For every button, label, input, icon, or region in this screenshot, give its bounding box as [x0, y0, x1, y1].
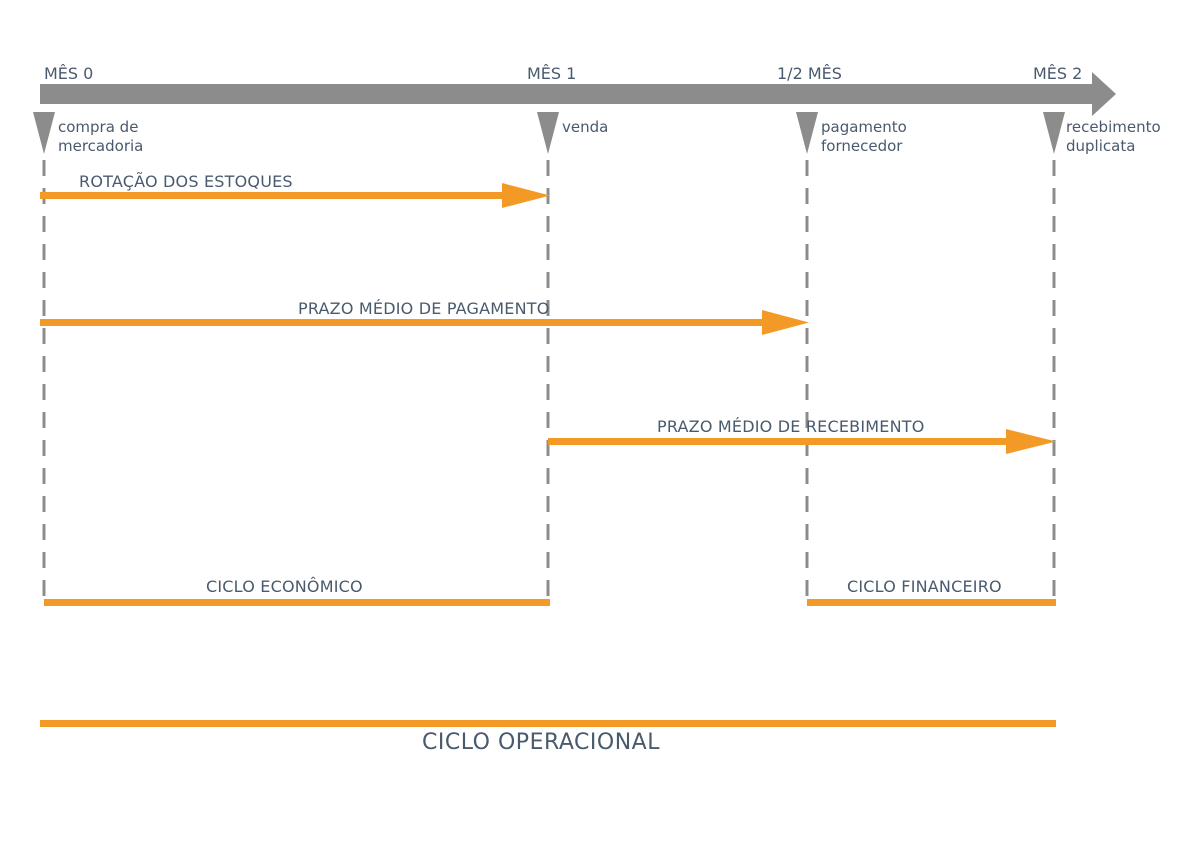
- marker-half: [796, 112, 818, 154]
- financeiro-label: CICLO FINANCEIRO: [847, 577, 1002, 596]
- operacional-label: CICLO OPERACIONAL: [422, 730, 660, 755]
- event-pagamento-line1: pagamento: [821, 118, 907, 136]
- recebimento-label: PRAZO MÉDIO DE RECEBIMENTO: [657, 417, 925, 436]
- month-label-0: MÊS 0: [44, 64, 94, 83]
- recebimento-arrow: [548, 429, 1056, 454]
- marker-mes2: [1043, 112, 1065, 154]
- event-compra: compra de mercadoria: [58, 118, 143, 156]
- event-recebimento: recebimento duplicata: [1066, 118, 1161, 156]
- pagamento-arrow: [40, 310, 809, 335]
- financeiro-bar: [807, 599, 1056, 606]
- operacional-bar: [40, 720, 1056, 727]
- month-label-1: MÊS 1: [527, 64, 577, 83]
- event-pagamento-line2: fornecedor: [821, 137, 903, 155]
- rotacao-label: ROTAÇÃO DOS ESTOQUES: [79, 172, 293, 191]
- event-compra-line1: compra de: [58, 118, 139, 136]
- event-venda-line1: venda: [562, 118, 609, 136]
- month-label-half: 1/2 MÊS: [777, 64, 842, 83]
- timeline-arrow: [40, 72, 1116, 116]
- marker-mes1: [537, 112, 559, 154]
- month-label-2: MÊS 2: [1033, 64, 1083, 83]
- event-venda: venda: [562, 118, 608, 137]
- economico-label: CICLO ECONÔMICO: [206, 577, 363, 596]
- event-recebimento-line1: recebimento: [1066, 118, 1161, 136]
- marker-mes0: [33, 112, 55, 154]
- event-recebimento-line2: duplicata: [1066, 137, 1136, 155]
- event-pagamento: pagamento fornecedor: [821, 118, 907, 156]
- pagamento-label: PRAZO MÉDIO DE PAGAMENTO: [298, 299, 550, 318]
- event-compra-line2: mercadoria: [58, 137, 144, 155]
- economico-bar: [44, 599, 550, 606]
- rotacao-arrow: [40, 183, 550, 208]
